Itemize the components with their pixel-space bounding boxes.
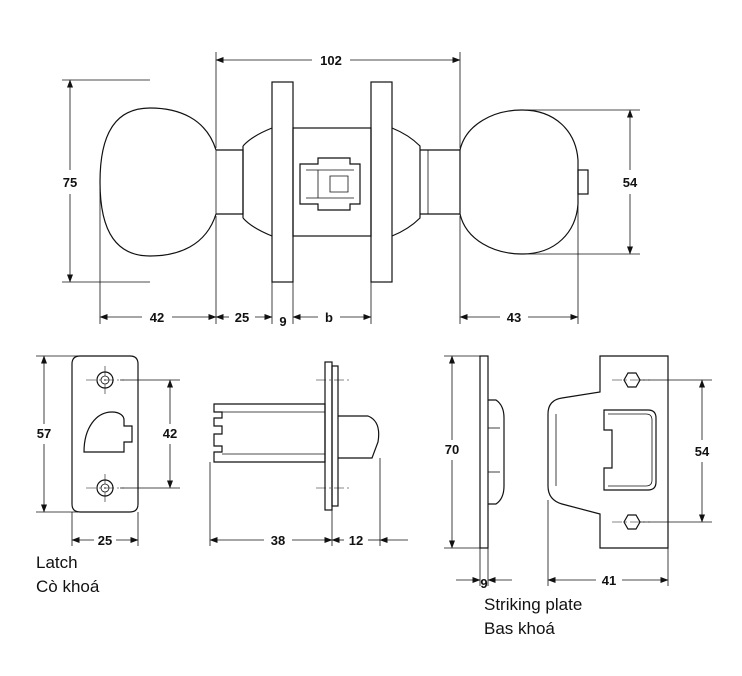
strike-side-view: 70 9 Striking plate Bas khoá <box>444 355 582 638</box>
lock-body <box>292 127 372 237</box>
latch-side-view: 38 12 <box>209 361 408 548</box>
dim-rose-thickness: 9 <box>279 314 286 329</box>
strike-caption-en: Striking plate <box>484 595 582 614</box>
latch-caption-en: Latch <box>36 553 78 572</box>
dim-knob-left-width: 42 <box>150 310 164 325</box>
left-knob <box>99 107 217 257</box>
dim-strike-width: 41 <box>602 573 616 588</box>
dim-latch-hole-spacing: 42 <box>163 426 177 441</box>
dim-latch-backset: 38 <box>271 533 285 548</box>
dim-knob-height: 75 <box>63 175 77 190</box>
strike-front-view: 54 41 <box>547 355 712 588</box>
latch-caption-vi: Cò khoá <box>36 577 100 596</box>
right-rose <box>391 127 421 237</box>
strike-side-plate <box>479 355 489 549</box>
dim-knob-right-width: 43 <box>507 310 521 325</box>
strike-caption-vi: Bas khoá <box>484 619 555 638</box>
dim-overall-width: 102 <box>320 53 342 68</box>
dim-latch-width: 25 <box>98 533 112 548</box>
knob-set-view: 102 75 54 42 25 9 b <box>62 52 640 329</box>
right-knob-neck <box>420 149 461 215</box>
strike-latch-opening <box>603 409 657 491</box>
dim-knob-right-height: 54 <box>623 175 638 190</box>
strike-side-box <box>488 399 505 505</box>
dim-latch-height: 57 <box>37 426 51 441</box>
push-button-icon <box>577 169 589 195</box>
dim-strike-hole-spacing: 54 <box>695 444 710 459</box>
latch-bolt-side <box>338 415 380 459</box>
dim-latch-bolt-throw: 12 <box>349 533 363 548</box>
left-rose-plate <box>271 81 294 283</box>
right-knob <box>459 109 579 255</box>
dim-door-thickness: b <box>325 310 333 325</box>
dim-strike-height: 70 <box>445 442 459 457</box>
latch-faceplate-view: 57 42 25 Latch Cò khoá <box>36 355 180 596</box>
dim-rose-offset: 25 <box>235 310 249 325</box>
left-rose <box>242 127 273 237</box>
dim-strike-depth: 9 <box>480 576 487 591</box>
right-rose-plate <box>370 81 393 283</box>
strike-plate <box>547 355 669 549</box>
left-knob-neck <box>216 149 244 215</box>
latch-tube <box>213 403 326 463</box>
latch-housing <box>299 157 361 211</box>
latch-bolt <box>83 411 133 453</box>
latch-faceplate <box>71 355 139 513</box>
